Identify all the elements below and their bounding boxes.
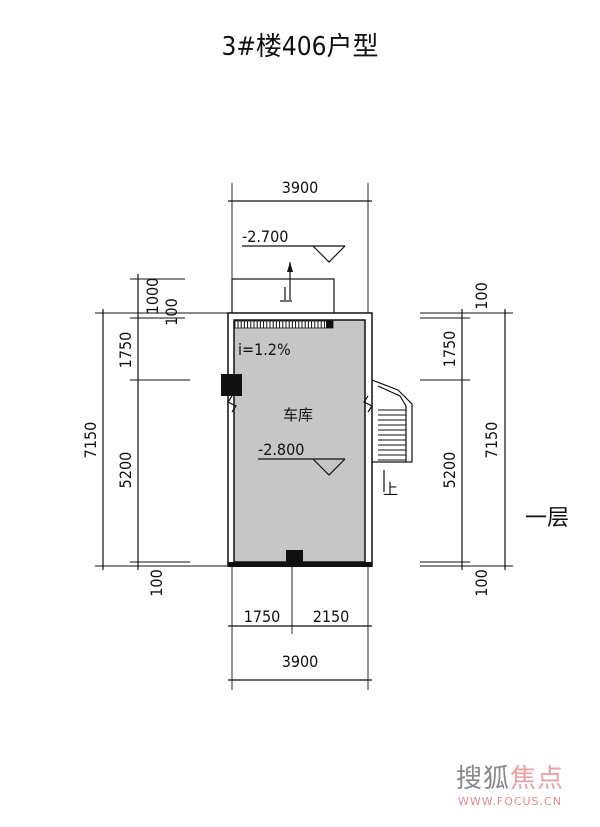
bottom-dim-2150: 2150 xyxy=(313,607,350,626)
stairs-up-label: 上 xyxy=(383,480,398,498)
outside-elevation-text: -2.700 xyxy=(242,227,288,246)
right-total-dim: 7150 xyxy=(482,422,501,459)
right-dim-100-bottom: 100 xyxy=(472,569,491,596)
right-dimensions: 100 1750 5200 7150 100 xyxy=(420,282,513,597)
bottom-wall xyxy=(228,562,372,567)
floor-label: 一层 xyxy=(525,506,569,531)
left-dim-1000: 1000 xyxy=(143,278,162,315)
column xyxy=(221,374,242,396)
door-post xyxy=(286,550,303,563)
plan-title: 3#楼406户型 xyxy=(221,32,378,62)
bottom-dimensions: 1750 2150 3900 xyxy=(228,566,372,690)
left-dimensions: 7150 1000 100 1750 5200 100 xyxy=(81,274,228,597)
room-name: 车库 xyxy=(283,406,313,424)
right-dim-100-top: 100 xyxy=(472,282,491,309)
left-dim-1750: 1750 xyxy=(116,332,135,369)
watermark-brand-red: 焦点 xyxy=(510,764,565,794)
top-dimension: 3900 xyxy=(228,178,372,320)
left-dim-5200: 5200 xyxy=(116,452,135,489)
garage-room xyxy=(233,319,366,563)
room-elevation-text: -2.800 xyxy=(258,440,304,459)
outside-elevation-marker: -2.700 xyxy=(242,227,346,263)
up-arrow-icon xyxy=(280,262,293,302)
left-dim-100-top: 100 xyxy=(162,298,181,325)
room-elevation-marker: -2.800 xyxy=(258,440,346,476)
right-dim-5200: 5200 xyxy=(440,452,459,489)
left-dim-100-bottom: 100 xyxy=(147,569,166,596)
bottom-total-dim: 3900 xyxy=(282,652,319,671)
bottom-dim-1750: 1750 xyxy=(244,607,281,626)
right-dim-1750: 1750 xyxy=(440,331,459,368)
top-total-dim: 3900 xyxy=(282,178,319,197)
watermark-brand-gray: 搜狐 xyxy=(455,764,510,794)
watermark-url: WWW.FOCUS.CN xyxy=(458,795,562,808)
drain-grate xyxy=(234,320,334,329)
watermark-logo: 搜狐焦点 WWW.FOCUS.CN xyxy=(440,758,580,808)
left-total-dim: 7150 xyxy=(81,422,100,459)
slope-text: i=1.2% xyxy=(238,340,291,359)
stairs: 上 xyxy=(371,379,413,498)
